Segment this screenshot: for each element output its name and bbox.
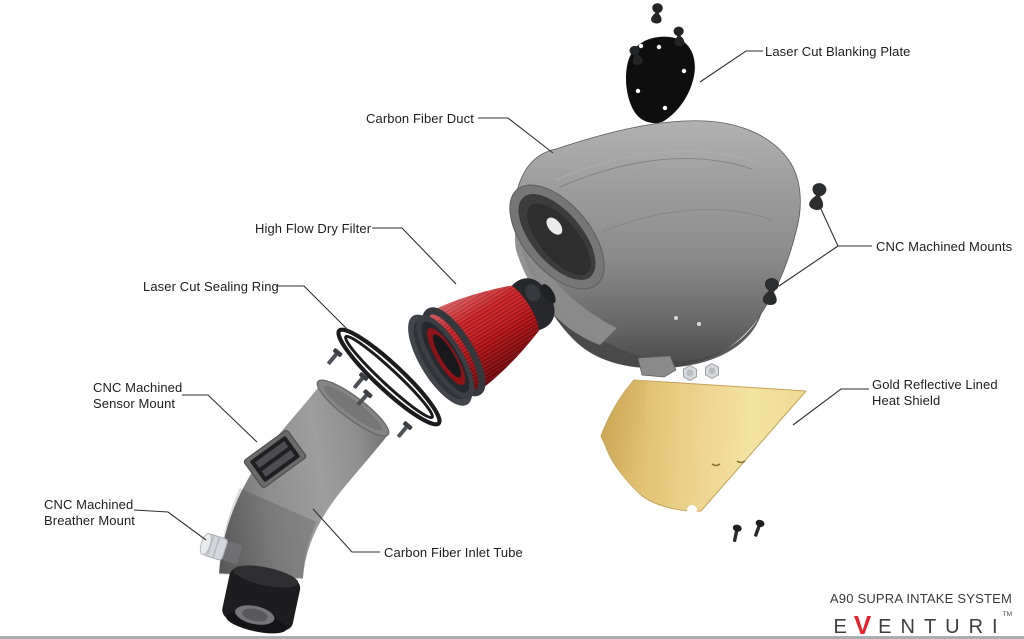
label-heat-shield-line2: Heat Shield: [872, 392, 941, 408]
label-heat-shield-line1: Gold Reflective Lined: [872, 377, 998, 392]
cnc-mount-bolt-graphic: [762, 183, 827, 305]
trademark-symbol: TM: [1002, 611, 1012, 618]
label-breather-mount-line2: Breather Mount: [44, 512, 136, 528]
logo-red-v: V: [853, 610, 872, 639]
leader-lines: [133, 50, 872, 553]
sensor-mount-graphic: [243, 430, 307, 488]
blanking-plate-graphic: [626, 36, 695, 124]
logo-letter-e: E: [833, 616, 847, 638]
brand-block: A90 SUPRA INTAKE SYSTEM E V ENTURI TM: [824, 591, 1012, 639]
label-breather-mount: CNC Machined Breather Mount: [44, 497, 135, 528]
label-blanking-plate: Laser Cut Blanking Plate: [765, 44, 911, 59]
label-breather-mount-line1: CNC Machined: [44, 497, 134, 512]
label-carbon-fiber-duct: Carbon Fiber Duct: [366, 111, 474, 126]
label-cnc-machined-mounts: CNC Machined Mounts: [876, 239, 1013, 254]
nut-graphic: [683, 362, 719, 382]
carbon-fiber-duct-graphic: [509, 120, 801, 378]
eventuri-logo: E V ENTURI TM: [824, 609, 1012, 639]
breather-mount-graphic: [199, 533, 243, 564]
ring-screw-graphic: [327, 348, 413, 438]
label-sensor-mount: CNC Machined Sensor Mount: [93, 380, 182, 411]
shield-screw-graphic: [732, 519, 765, 542]
dry-filter-graphic: [408, 278, 556, 406]
sealing-ring-graphic: [336, 327, 442, 427]
heat-shield-graphic: [600, 379, 808, 515]
product-line-title: A90 SUPRA INTAKE SYSTEM: [829, 591, 1012, 606]
label-sensor-mount-line2: Sensor Mount: [93, 395, 176, 411]
inlet-tube-graphic: [199, 379, 390, 634]
label-sensor-mount-line1: CNC Machined: [93, 380, 183, 395]
tube-coupler: [222, 565, 301, 634]
label-heat-shield: Gold Reflective Lined Heat Shield: [872, 377, 998, 408]
label-laser-cut-sealing-ring: Laser Cut Sealing Ring: [143, 279, 279, 294]
logo-letters-rest: ENTURI: [878, 616, 1007, 638]
label-carbon-fiber-inlet-tube: Carbon Fiber Inlet Tube: [384, 545, 523, 560]
duct-opening: [509, 184, 605, 290]
plate-bolt-graphic: [629, 3, 685, 65]
label-high-flow-dry-filter: High Flow Dry Filter: [255, 221, 372, 236]
bottom-edge-bar: [0, 636, 1024, 639]
